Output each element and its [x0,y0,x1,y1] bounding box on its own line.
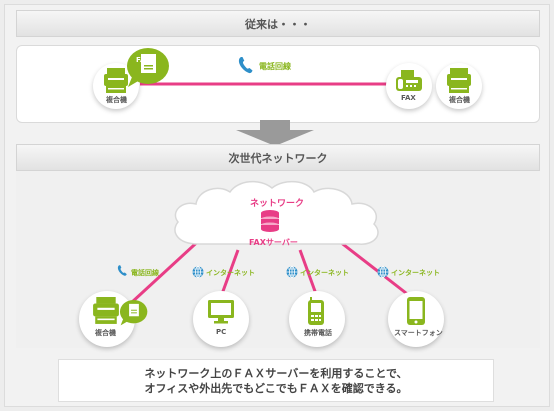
database-server-icon [261,210,279,232]
phone-icon [238,57,253,74]
globe-icon [377,266,389,278]
pc-monitor-icon [208,300,234,324]
fax-server-label: FAXサーバー [249,238,298,247]
legacy-mfp-label-right: 複合機 [449,96,470,104]
phone-icon [117,265,127,276]
mobile-phone-icon [308,297,324,325]
cloud-title: ネットワーク [250,199,305,209]
link-label-internet-smartphone: インターネット [391,269,440,277]
fax-speech-bubble-small [119,299,148,326]
fax-machine-icon [396,70,422,91]
link-line-pc [220,249,240,295]
down-arrow-icon [236,120,314,146]
link-line-mobile [298,249,318,295]
globe-icon [286,266,298,278]
globe-icon [192,266,204,278]
phone-line-label: 電話回線 [259,62,291,71]
section-bar-new: 次世代ネットワーク [16,144,540,171]
device-label-pc: PC [216,328,227,336]
section-title-new: 次世代ネットワーク [228,151,328,165]
device-label-mobile: 携帯電話 [304,329,332,337]
link-label-internet-pc: インターネット [206,269,255,277]
fax-bubble-label: FAX [136,56,151,64]
link-label-internet-mobile: インターネット [300,269,349,277]
multifunction-printer-icon [447,68,471,93]
multifunction-printer-icon [104,68,128,93]
caption-line-2: オフィスや外出先でもどこでもＦＡＸを確認できる。 [144,381,408,395]
fax-machine-label: FAX [401,94,416,102]
fax-speech-bubble [127,48,169,87]
smartphone-icon [407,297,425,325]
device-label-smartphone: スマートフォン [394,329,443,337]
caption-line-1: ネットワーク上のＦＡＸサーバーを利用することで、 [144,366,408,380]
section-bar-old: 従来は・・・ [16,10,540,37]
section-title-old: 従来は・・・ [245,17,311,31]
caption-box: ネットワーク上のＦＡＸサーバーを利用することで、 オフィスや外出先でもどこでもＦ… [58,359,494,402]
device-label-mfp: 複合機 [95,329,116,337]
link-label-phone: 電話回線 [131,269,159,277]
multifunction-printer-icon [93,297,119,324]
link-line-smartphone [334,236,416,302]
legacy-mfp-label: 複合機 [106,96,127,104]
